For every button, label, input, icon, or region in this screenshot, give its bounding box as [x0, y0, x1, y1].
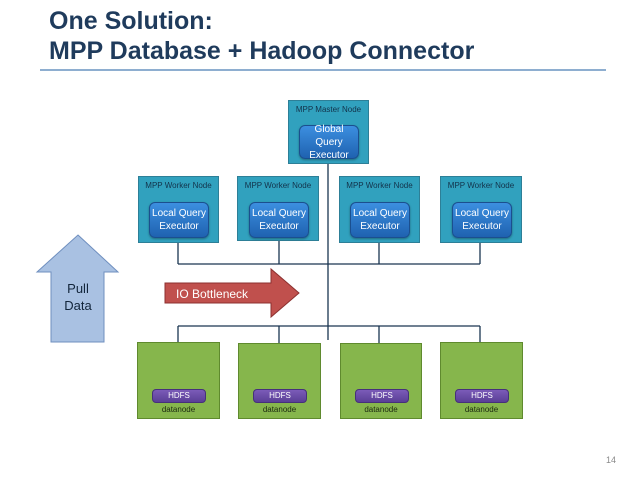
slide-title: One Solution: MPP Database + Hadoop Conn… [49, 6, 474, 66]
local-query-executor-line1: Local Query [252, 208, 306, 219]
mpp-master-node: MPP Master Node Global Query Executor [288, 100, 369, 164]
local-query-executor-line1: Local Query [353, 208, 407, 219]
io-bottleneck-label: IO Bottleneck [176, 287, 249, 301]
local-query-executor-1: Local Query Executor [149, 202, 209, 238]
local-query-executor-line2: Executor [360, 221, 400, 232]
mpp-worker-node-4: MPP Worker Node Local Query Executor [440, 176, 522, 243]
mpp-worker-node-1: MPP Worker Node Local Query Executor [138, 176, 219, 243]
local-query-executor-line1: Local Query [152, 208, 206, 219]
hdfs-badge: HDFS [253, 389, 307, 403]
local-query-executor-line2: Executor [159, 221, 199, 232]
local-query-executor-4: Local Query Executor [452, 202, 512, 238]
local-query-executor-line2: Executor [462, 221, 502, 232]
hdfs-badge: HDFS [455, 389, 509, 403]
hdfs-badge: HDFS [152, 389, 206, 403]
slide-title-line2: MPP Database + Hadoop Connector [49, 37, 475, 65]
slide-title-line1: One Solution: [49, 7, 213, 35]
hdfs-badge: HDFS [355, 389, 409, 403]
local-query-executor-line1: Local Query [455, 208, 509, 219]
global-query-executor: Global Query Executor [299, 123, 359, 161]
slide-page-number: 14 [606, 455, 617, 465]
title-underline [40, 69, 606, 71]
hdfs-datanode-4: HDFS datanode [440, 342, 523, 419]
pull-data-arrow [35, 234, 120, 343]
pull-data-label-line1: Pull [67, 281, 89, 296]
hdfs-datanode-3: HDFS datanode [340, 343, 422, 419]
io-bottleneck-arrow [164, 267, 300, 319]
local-query-executor-line2: Executor [259, 221, 299, 232]
mpp-worker-node-label: MPP Worker Node [244, 181, 312, 190]
mpp-worker-node-label: MPP Worker Node [145, 181, 212, 190]
local-query-executor-2: Local Query Executor [249, 202, 309, 238]
local-query-executor-3: Local Query Executor [350, 202, 410, 238]
mpp-master-node-label: MPP Master Node [295, 105, 362, 114]
pull-data-label: Pull Data [52, 280, 104, 314]
global-query-executor-line2: Executor [309, 149, 349, 161]
mpp-worker-node-3: MPP Worker Node Local Query Executor [339, 176, 420, 243]
mpp-worker-node-2: MPP Worker Node Local Query Executor [237, 176, 319, 241]
mpp-worker-node-label: MPP Worker Node [447, 181, 515, 190]
datanode-label: datanode [161, 405, 196, 414]
hdfs-datanode-2: HDFS datanode [238, 343, 321, 419]
hdfs-datanode-1: HDFS datanode [137, 342, 220, 419]
pull-data-label-line2: Data [64, 298, 92, 313]
mpp-worker-node-label: MPP Worker Node [346, 181, 413, 190]
datanode-label: datanode [464, 405, 499, 414]
global-query-executor-line1: Global Query [314, 123, 344, 148]
datanode-label: datanode [262, 405, 297, 414]
datanode-label: datanode [364, 405, 398, 414]
